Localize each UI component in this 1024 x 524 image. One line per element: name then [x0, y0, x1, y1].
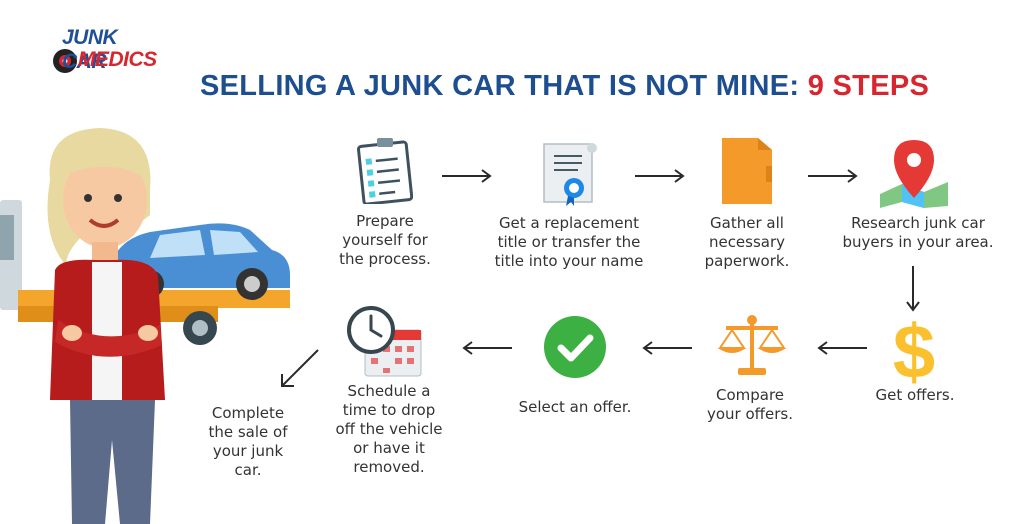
- dollar-sign-icon: $: [893, 314, 935, 390]
- arrow-left-icon: [642, 341, 692, 355]
- balance-scale-icon: [718, 315, 786, 375]
- step-9-text: Complete the sale of your junk car.: [208, 404, 288, 479]
- step-8-text: Schedule a time to drop off the vehicle …: [335, 382, 443, 476]
- clock-calendar-icon: [347, 306, 422, 377]
- step-1-text: Prepare yourself for the process.: [339, 212, 431, 268]
- svg-text:$: $: [893, 314, 935, 390]
- step-7-text: Select an offer.: [518, 398, 632, 416]
- page-title: SELLING A JUNK CAR THAT IS NOT MINE: 9 S…: [200, 70, 980, 103]
- map-pin-icon: [880, 140, 948, 208]
- title-highlight: 9 STEPS: [807, 70, 930, 102]
- arrow-right-icon: [442, 169, 492, 183]
- arrow-right-icon: [808, 169, 858, 183]
- step-2-text: Get a replacement title or transfer the …: [494, 214, 644, 270]
- arrow-down-icon: [906, 266, 920, 312]
- arrow-left-icon: [817, 341, 867, 355]
- certificate-icon: [543, 143, 597, 206]
- step-4-text: Research junk car buyers in your area.: [842, 214, 994, 251]
- tow-truck-woman-illustration: [0, 128, 290, 524]
- arrow-right-icon: [635, 169, 685, 183]
- arrow-down-left-icon: [281, 349, 319, 387]
- folder-icon: [722, 138, 772, 204]
- check-circle-icon: [544, 316, 606, 378]
- logo-line-1: JUNK CAR: [62, 26, 118, 73]
- step-6-text: Compare your offers.: [707, 386, 793, 423]
- arrow-left-icon: [462, 341, 512, 355]
- tire-icon: [53, 49, 77, 73]
- clipboard-checklist-icon: [357, 138, 413, 204]
- step-5-text: Get offers.: [875, 386, 955, 404]
- step-3-text: Gather all necessary paperwork.: [704, 214, 790, 270]
- logo-line-2: MEDICS: [78, 48, 157, 71]
- logo: JUNK CAR MEDICS: [50, 24, 160, 80]
- title-main: SELLING A JUNK CAR THAT IS NOT MINE:: [200, 70, 800, 102]
